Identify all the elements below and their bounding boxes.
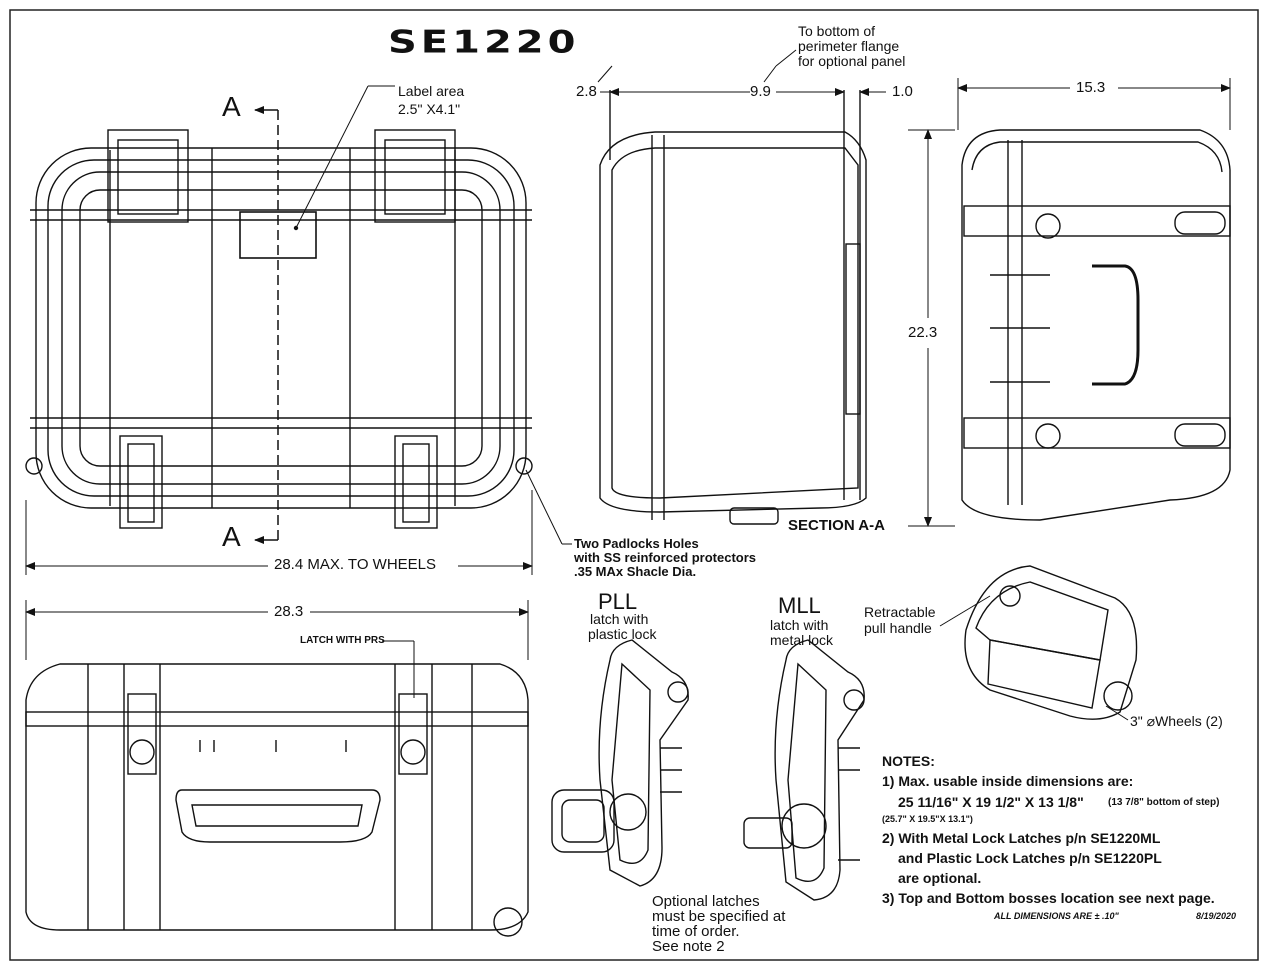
- note-2a: 2) With Metal Lock Latches p/n SE1220ML: [882, 830, 1161, 846]
- note-1-metric: (25.7" X 19.5"X 13.1"): [882, 814, 973, 824]
- note-1: 1) Max. usable inside dimensions are:: [882, 773, 1134, 789]
- padlock-note-line2: with SS reinforced protectors: [574, 550, 757, 565]
- handle-label-line1: Retractable: [864, 604, 936, 620]
- flange-note-line3: for optional panel: [798, 53, 906, 69]
- padlock-note-line3: .35 MAx Shacle Dia.: [574, 564, 697, 579]
- tolerance-note: ALL DIMENSIONS ARE ± .10": [994, 911, 1119, 921]
- side-height-dimension: 22.3: [908, 324, 938, 341]
- section-marker-bottom: A: [222, 521, 241, 552]
- side-depth-dimension: 15.3: [1076, 79, 1106, 96]
- front-view: [25, 640, 529, 937]
- label-area-rect: [239, 211, 317, 259]
- sheet-border: [9, 9, 1259, 961]
- label-area-line1: Label area: [398, 83, 465, 99]
- note-2c: are optional.: [898, 870, 982, 886]
- mll-latch-drawing: [743, 639, 865, 901]
- section-view: [599, 90, 867, 525]
- mll-desc-line2: metal lock: [770, 632, 834, 648]
- pll-desc-line1: latch with: [590, 611, 649, 627]
- wheels-label: 3" ⌀Wheels (2): [1130, 713, 1223, 729]
- optional-note-line3: time of order.: [652, 923, 740, 940]
- padlock-note-line1: Two Padlocks Holes: [574, 536, 699, 551]
- section-dim-right: 1.0: [892, 83, 913, 100]
- side-view: [961, 129, 1231, 521]
- optional-note-line1: Optional latches: [652, 893, 760, 910]
- handle-label-line2: pull handle: [864, 620, 932, 636]
- mll-title: MLL: [778, 593, 821, 618]
- drawing-title: SE1220: [388, 24, 580, 61]
- note-3: 3) Top and Bottom bosses location see ne…: [882, 890, 1215, 906]
- drawing-date: 8/19/2020: [1196, 911, 1237, 921]
- flange-note-line2: perimeter flange: [798, 38, 900, 54]
- note-1-dims: 25 11/16" X 19 1/2" X 13 1/8": [898, 794, 1084, 810]
- top-width-dimension: 28.4 MAX. TO WHEELS: [274, 556, 437, 573]
- section-dim-mid: 9.9: [750, 83, 771, 100]
- label-area-line2: 2.5" X4.1": [398, 101, 461, 117]
- optional-note-line4: See note 2: [652, 938, 725, 955]
- note-2b: and Plastic Lock Latches p/n SE1220PL: [898, 850, 1162, 866]
- note-1-step: (13 7/8" bottom of step): [1108, 797, 1220, 808]
- top-view: [25, 85, 572, 545]
- iso-view-drawing: [939, 565, 1138, 721]
- pll-title: PLL: [598, 589, 638, 614]
- optional-note-line2: must be specified at: [652, 908, 786, 925]
- section-marker-top: A: [222, 91, 241, 122]
- latch-with-prs-label: LATCH WITH PRS: [300, 635, 385, 646]
- front-width-dimension: 28.3: [274, 603, 304, 620]
- pll-latch-drawing: [551, 639, 689, 887]
- mll-desc-line1: latch with: [770, 617, 829, 633]
- section-dim-left: 2.8: [576, 83, 597, 100]
- flange-note-line1: To bottom of: [798, 23, 876, 39]
- section-caption: SECTION A-A: [788, 517, 885, 534]
- pll-desc-line2: plastic lock: [588, 626, 657, 642]
- notes-heading: NOTES:: [882, 753, 935, 769]
